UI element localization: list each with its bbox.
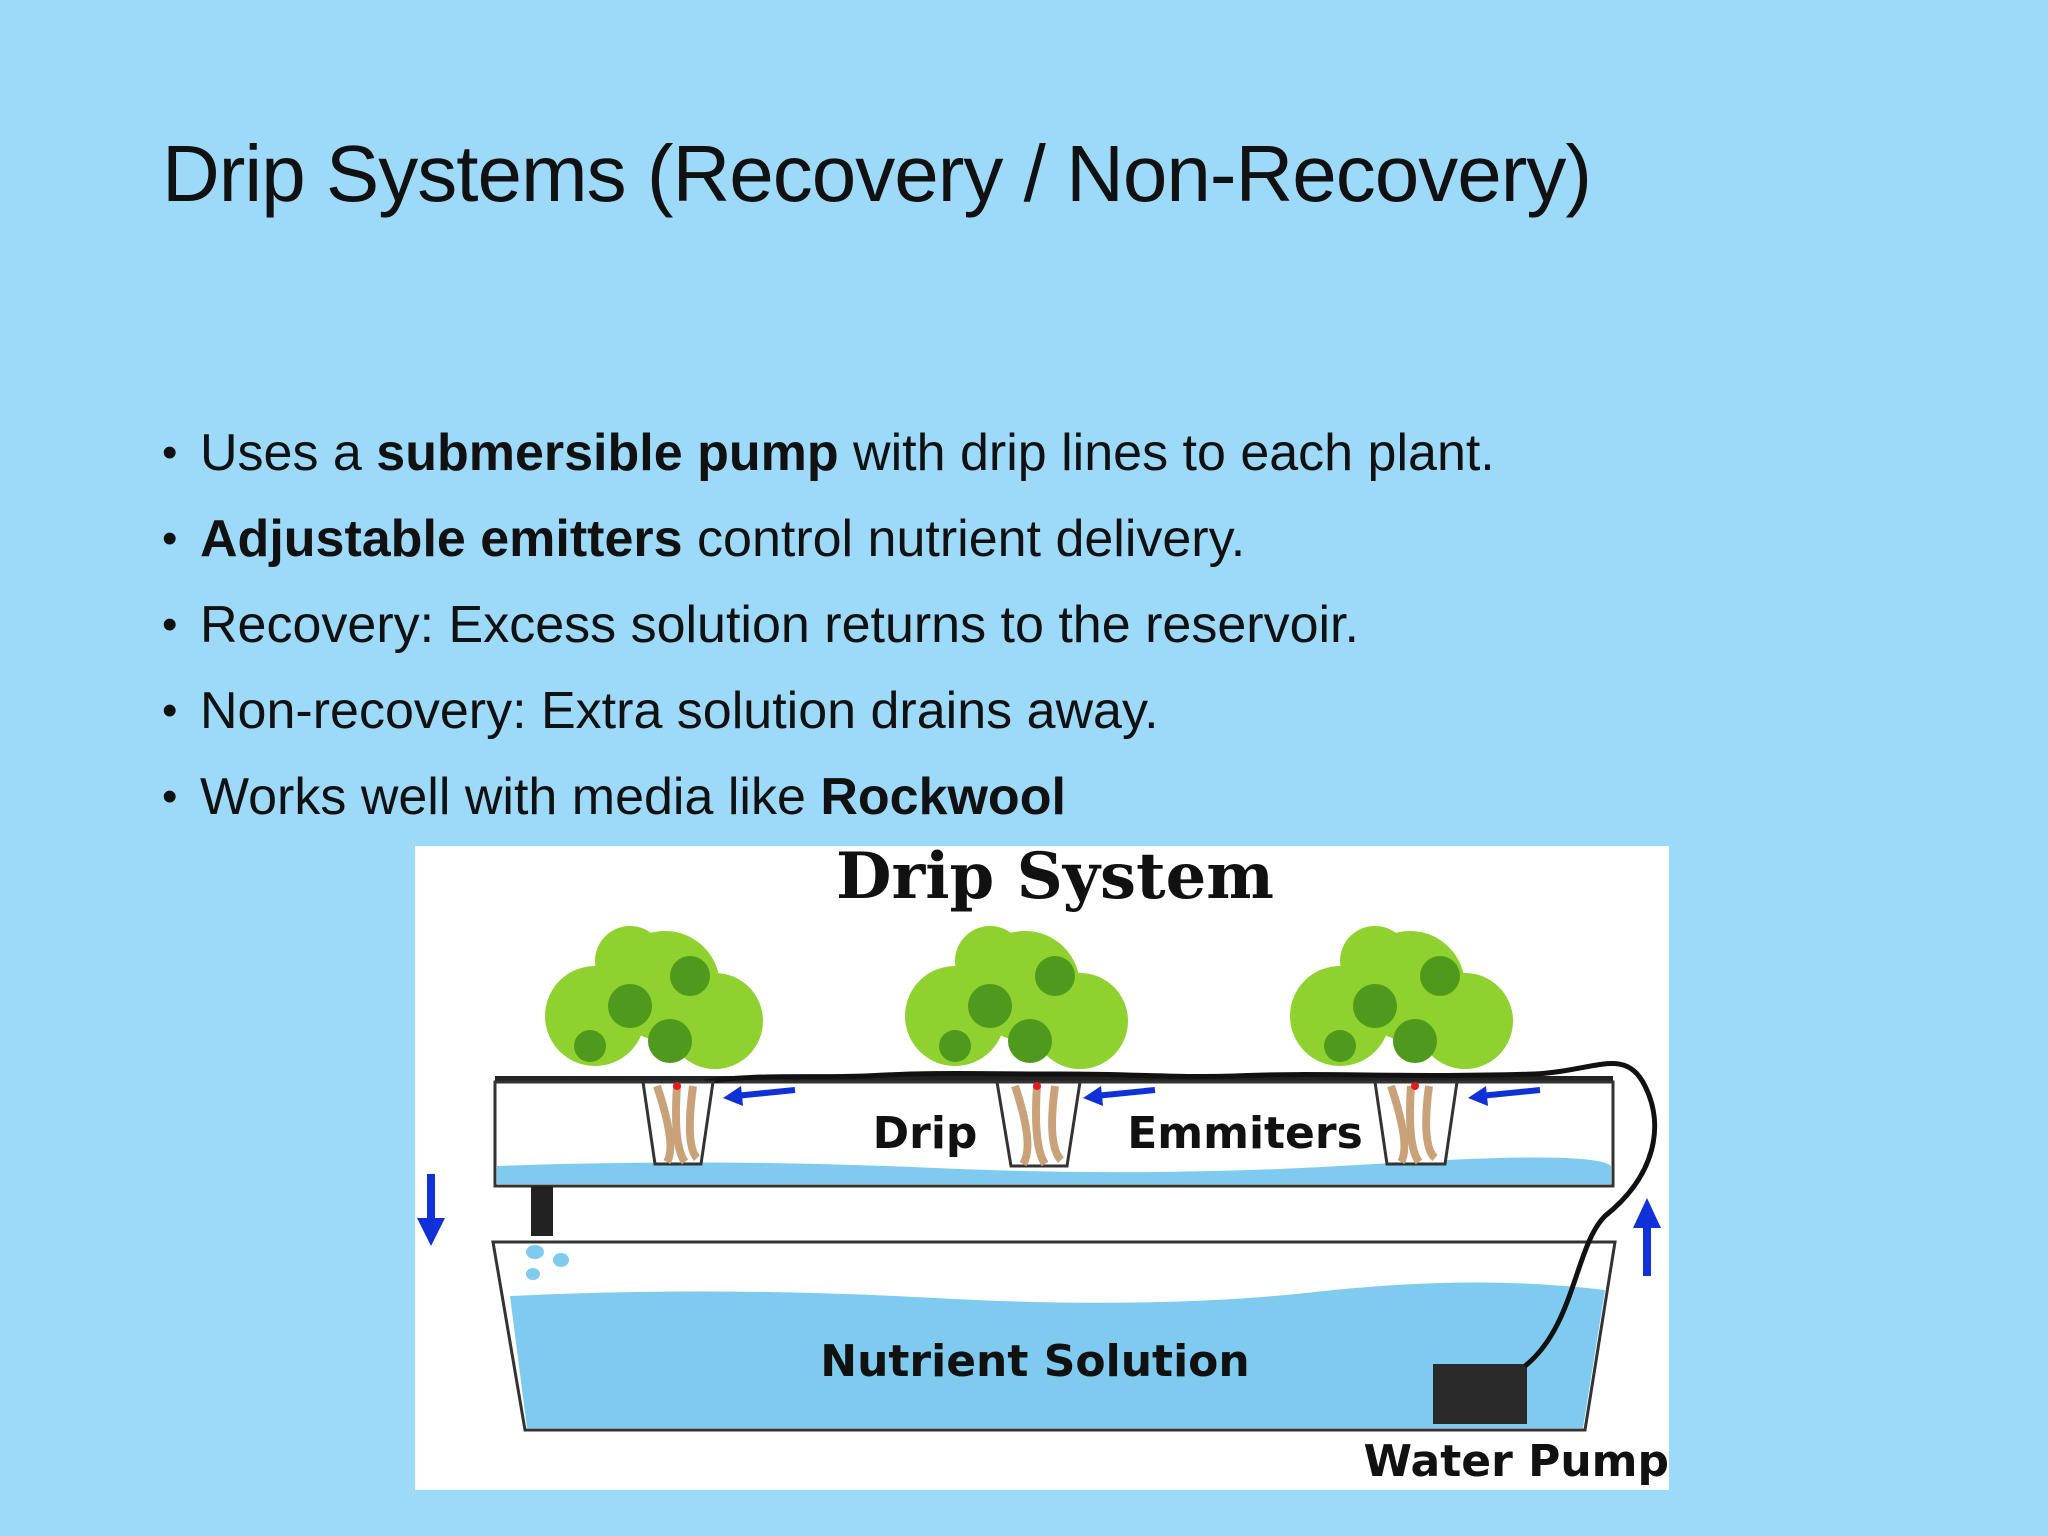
nutrient-solution-label: Nutrient Solution xyxy=(820,1336,1249,1387)
lettuce-icon xyxy=(1290,926,1513,1069)
flow-arrow-icon xyxy=(1468,1086,1541,1106)
bullet-text: control nutrient delivery. xyxy=(682,510,1246,568)
emitter-tip xyxy=(673,1082,681,1090)
bullet-text: Uses a xyxy=(200,424,377,482)
roots xyxy=(1387,1084,1438,1165)
drain-pipe xyxy=(531,1186,553,1236)
flow-arrow-icon xyxy=(1083,1086,1156,1106)
tray-water xyxy=(497,1157,1611,1184)
bullet-bold-text: submersible pump xyxy=(376,424,839,482)
lettuce-icon xyxy=(905,926,1128,1069)
emitters-label: Emmiters xyxy=(1127,1108,1363,1159)
bullet-dot-icon: • xyxy=(162,686,178,735)
bullet-list: • Uses a submersible pump with drip lines… xyxy=(162,418,1495,848)
bullet-dot-icon: • xyxy=(162,428,178,477)
bullet-text: Recovery: Excess solution returns to the… xyxy=(200,596,1359,654)
bullet-text: Non-recovery: Extra solution drains away… xyxy=(200,682,1159,740)
up-arrow-icon xyxy=(1633,1198,1661,1276)
bullet-item: • Adjustable emitters control nutrient de… xyxy=(162,504,1495,590)
slide-title: Drip Systems (Recovery / Non-Recovery) xyxy=(162,129,1592,218)
roots xyxy=(653,1084,701,1165)
water-pump xyxy=(1433,1364,1527,1424)
bullet-bold-text: Rockwool xyxy=(820,768,1066,826)
diagram-svg: Drip System Drip Emmiters Nut xyxy=(417,846,1669,1487)
emitter-tip xyxy=(1411,1082,1419,1090)
bullet-text: Works well with media like xyxy=(200,768,821,826)
plant-3 xyxy=(1290,926,1541,1166)
reservoir-water xyxy=(510,1282,1605,1428)
bullet-bold-text: Adjustable emitters xyxy=(200,510,683,568)
bullet-item: • Non-recovery: Extra solution drains awa… xyxy=(162,676,1495,762)
bullet-item: • Works well with media like Rockwool xyxy=(162,762,1495,848)
bullet-text: with drip lines to each plant. xyxy=(838,424,1495,482)
drip-line-tube xyxy=(704,1061,1658,1368)
drip-system-diagram: Drip System Drip Emmiters Nut xyxy=(415,846,1669,1490)
bullet-item: • Recovery: Excess solution returns to th… xyxy=(162,590,1495,676)
plant-1 xyxy=(545,926,796,1166)
drip-label: Drip xyxy=(873,1108,978,1159)
roots xyxy=(1011,1084,1065,1167)
bullet-dot-icon: • xyxy=(162,514,178,563)
emitter-tip xyxy=(1033,1082,1041,1090)
flow-arrow-icon xyxy=(723,1086,796,1106)
bullet-item: • Uses a submersible pump with drip lines… xyxy=(162,418,1495,504)
down-arrow-icon xyxy=(417,1174,445,1246)
water-drops-icon xyxy=(526,1245,569,1280)
diagram-title: Drip System xyxy=(836,846,1274,914)
plant-2 xyxy=(905,926,1156,1168)
bullet-dot-icon: • xyxy=(162,772,178,821)
lettuce-icon xyxy=(545,926,763,1069)
bullet-dot-icon: • xyxy=(162,600,178,649)
reservoir xyxy=(491,1240,1617,1432)
water-pump-label: Water Pump xyxy=(1364,1436,1669,1487)
